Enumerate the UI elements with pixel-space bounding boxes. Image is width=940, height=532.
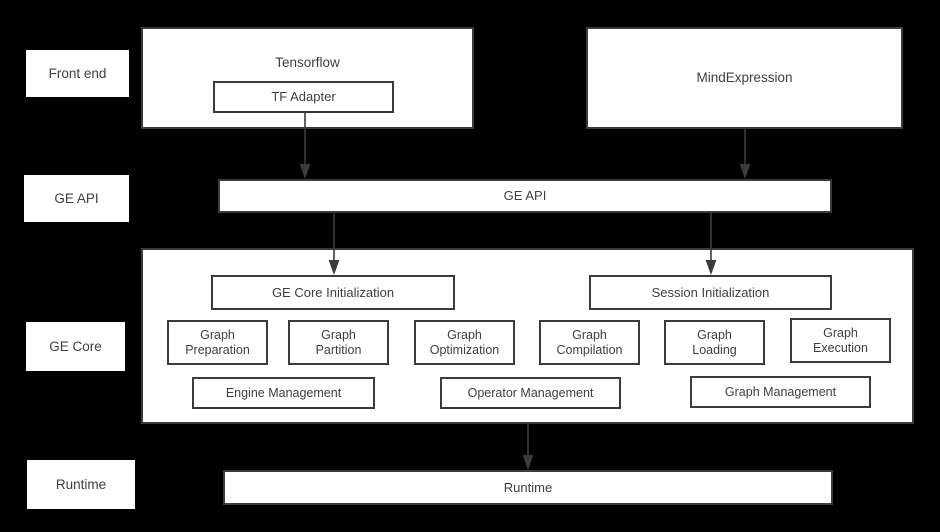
- layer-label-ge-core: GE Core: [26, 322, 125, 371]
- tf-adapter-label: TF Adapter: [271, 89, 336, 105]
- graph-preparation-label: Graph Preparation: [185, 327, 250, 357]
- graph-management-label: Graph Management: [724, 384, 837, 399]
- arrow-tf-adapter-to-ge-api: [296, 112, 314, 180]
- graph-preparation-box: Graph Preparation: [167, 320, 268, 365]
- layer-label-ge-core-text: GE Core: [49, 338, 102, 354]
- mindexpression-label: MindExpression: [696, 70, 793, 86]
- graph-execution-box: Graph Execution: [790, 318, 891, 363]
- arrow-ge-core-to-runtime: [519, 424, 537, 471]
- runtime-box: Runtime: [223, 470, 833, 505]
- graph-partition-box: Graph Partition: [288, 320, 389, 365]
- graph-loading-label: Graph Loading: [692, 327, 737, 357]
- session-initialization-box: Session Initialization: [589, 275, 832, 310]
- tf-adapter-box: TF Adapter: [213, 81, 394, 113]
- graph-optimization-label: Graph Optimization: [429, 327, 500, 357]
- graph-compilation-label: Graph Compilation: [556, 327, 623, 357]
- graph-management-box: Graph Management: [690, 376, 871, 408]
- operator-management-label: Operator Management: [467, 385, 594, 400]
- layer-label-front-end: Front end: [26, 50, 129, 97]
- engine-management-label: Engine Management: [225, 385, 342, 400]
- arrow-ge-api-to-ge-core-initialization: [325, 212, 343, 276]
- layer-label-ge-api-text: GE API: [54, 190, 99, 206]
- ge-core-initialization-label: GE Core Initialization: [271, 284, 395, 300]
- graph-compilation-box: Graph Compilation: [539, 320, 640, 365]
- layer-label-runtime-text: Runtime: [55, 476, 107, 492]
- ge-core-initialization-box: GE Core Initialization: [211, 275, 455, 310]
- session-initialization-label: Session Initialization: [651, 284, 770, 300]
- arrow-ge-api-to-session-initialization: [702, 212, 720, 276]
- graph-execution-label: Graph Execution: [813, 325, 868, 355]
- ge-api-label: GE API: [503, 188, 547, 204]
- tensorflow-title: Tensorflow: [275, 55, 340, 70]
- layer-label-front-end-text: Front end: [48, 65, 107, 81]
- arrow-mindexpression-to-ge-api: [736, 129, 754, 180]
- runtime-label: Runtime: [503, 479, 553, 495]
- mindexpression-box: MindExpression: [586, 27, 903, 129]
- graph-loading-box: Graph Loading: [664, 320, 765, 365]
- graph-partition-label: Graph Partition: [315, 327, 362, 357]
- operator-management-box: Operator Management: [440, 377, 621, 409]
- layer-label-ge-api: GE API: [24, 175, 129, 222]
- layer-label-runtime: Runtime: [27, 460, 135, 509]
- ge-api-box: GE API: [218, 179, 832, 213]
- engine-management-box: Engine Management: [192, 377, 375, 409]
- graph-optimization-box: Graph Optimization: [414, 320, 515, 365]
